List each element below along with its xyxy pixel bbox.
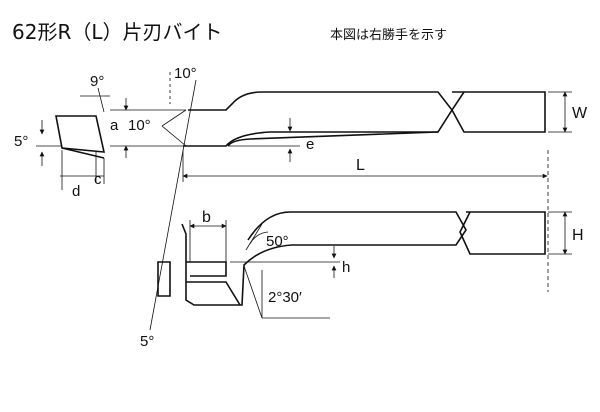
label-angle-2-30: 2°30′ (268, 289, 302, 306)
label-a: a (110, 117, 119, 134)
label-angle-9: 9° (90, 73, 104, 90)
dimension-lines (36, 72, 572, 331)
label-angle-50: 50° (266, 233, 289, 250)
page-title: 62形R（L）片刃バイト (12, 20, 223, 44)
top-view-shank (183, 91, 546, 147)
label-b: b (202, 209, 211, 226)
label-e: e (306, 136, 314, 153)
label-L: L (356, 157, 365, 174)
orientation-note: 本図は右勝手を示す (330, 28, 448, 43)
edge-detail-view (55, 115, 106, 159)
label-angle-5-left: 5° (14, 133, 28, 150)
label-H: H (572, 227, 584, 244)
label-W: W (572, 105, 588, 122)
label-h: h (342, 259, 350, 276)
label-angle-10-side: 10° (128, 117, 151, 134)
label-angle-5-bottom: 5° (140, 333, 154, 350)
label-d: d (72, 183, 80, 200)
label-angle-10-top: 10° (174, 65, 197, 82)
side-view-shank (181, 211, 546, 306)
label-c: c (94, 171, 102, 188)
small-section-view (157, 261, 171, 297)
